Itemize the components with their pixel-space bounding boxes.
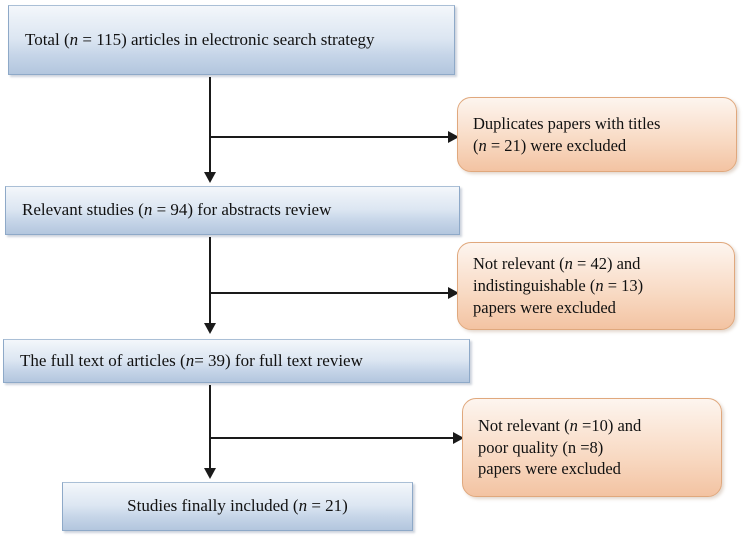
process-box-studies-included: Studies finally included (n = 21) [62,482,413,531]
connector-horizontal-1 [209,136,452,138]
connector-arrow-down-3 [204,468,216,479]
connector-arrow-down-2 [204,323,216,334]
exclusion-box-duplicates-excluded: Duplicates papers with titles(n = 21) we… [457,97,737,172]
connector-arrow-right-3 [453,432,464,444]
connector-vertical-3 [209,385,211,472]
connector-arrow-right-2 [448,287,459,299]
process-box-studies-included-label: Studies finally included (n = 21) [127,496,348,516]
exclusion-box-duplicates-excluded-label: Duplicates papers with titles(n = 21) we… [473,113,661,155]
connector-arrow-right-1 [448,131,459,143]
process-box-total-articles-label: Total (n = 115) articles in electronic s… [25,29,375,49]
process-box-total-articles: Total (n = 115) articles in electronic s… [8,5,455,75]
connector-vertical-2 [209,237,211,327]
connector-arrow-down-1 [204,172,216,183]
process-box-full-text-articles-label: The full text of articles (n= 39) for fu… [20,350,363,370]
process-box-relevant-studies-label: Relevant studies (n = 94) for abstracts … [22,200,332,220]
connector-vertical-1 [209,77,211,178]
process-box-full-text-articles: The full text of articles (n= 39) for fu… [3,339,470,383]
process-box-relevant-studies: Relevant studies (n = 94) for abstracts … [5,186,460,235]
connector-horizontal-3 [209,437,457,439]
connector-horizontal-2 [209,292,452,294]
